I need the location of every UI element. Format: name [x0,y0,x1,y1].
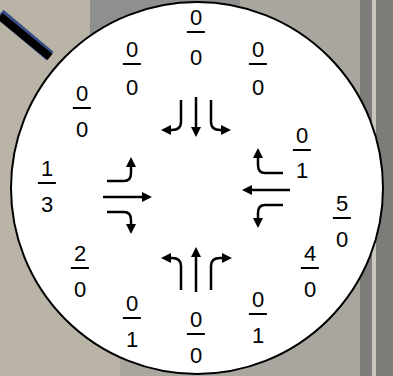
count-denominator: 1 [293,160,311,182]
leader-edge [0,14,50,56]
nb-right-arrow [211,258,227,290]
wb-through-arrow [247,189,290,192]
count-numerator: 0 [187,7,205,33]
eb-through-arrow [103,196,147,199]
movement-arrows [103,97,290,292]
count-numerator: 2 [71,243,89,269]
count-numerator: 4 [301,243,319,269]
count-numerator: 0 [249,39,267,65]
sb-through-arrow [195,97,198,132]
wb-right-arrow [258,153,283,173]
count-denominator: 0 [71,279,89,301]
count-numerator: 1 [38,158,56,184]
leader-line [0,16,50,57]
nb-through-arrow [195,252,198,292]
count-denominator: 0 [187,345,205,367]
count-denominator: 0 [301,279,319,301]
eb-left-arrow [107,162,131,181]
eb-right-arrow [107,212,131,229]
count-denominator: 0 [73,119,91,141]
callout-circle [11,2,383,374]
count-denominator: 3 [38,194,56,216]
sb-right-arrow [166,100,181,130]
count-denominator: 1 [249,325,267,347]
sb-left-arrow [211,100,226,130]
count-numerator: 0 [123,293,141,319]
count-numerator: 0 [123,39,141,65]
count-numerator: 0 [73,83,91,109]
count-numerator: 0 [293,125,311,151]
count-denominator: 0 [123,77,141,99]
count-numerator: 0 [249,289,267,315]
nb-left-arrow [166,258,181,290]
count-denominator: 0 [333,229,351,251]
count-numerator: 5 [333,193,351,219]
count-numerator: 0 [187,309,205,335]
count-denominator: 1 [123,329,141,351]
count-denominator: 0 [249,77,267,99]
wb-left-arrow [258,205,283,223]
count-denominator: 0 [187,47,205,69]
